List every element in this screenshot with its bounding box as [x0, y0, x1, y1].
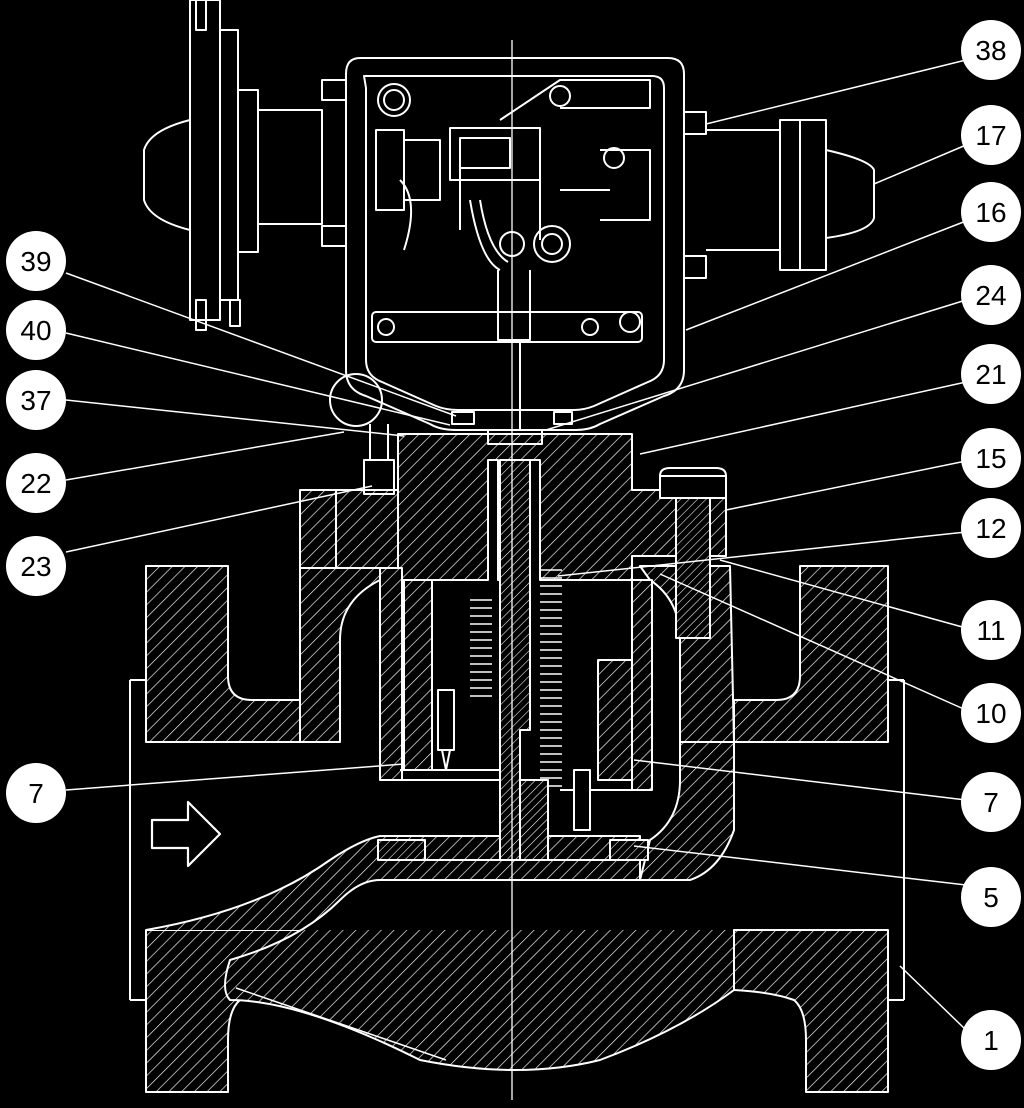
callout-21: 21 — [961, 344, 1021, 404]
callout-11-label: 11 — [976, 615, 1005, 646]
callout-7-right: 7 — [961, 772, 1021, 832]
callout-7-left: 7 — [6, 763, 66, 823]
callout-17-label: 17 — [975, 120, 1006, 151]
callouts: 38 17 16 39 24 40 21 37 15 22 12 23 11 1… — [6, 20, 1021, 1070]
callout-23-label: 23 — [20, 551, 51, 582]
callout-17: 17 — [961, 105, 1021, 165]
callout-16: 16 — [961, 182, 1021, 242]
side-fitting — [329, 373, 395, 495]
callout-40-label: 40 — [20, 315, 51, 346]
callout-7-right-label: 7 — [983, 787, 999, 818]
callout-22-label: 22 — [20, 468, 51, 499]
callout-24-label: 24 — [975, 280, 1006, 311]
callout-5: 5 — [961, 867, 1021, 927]
callout-5-label: 5 — [983, 882, 999, 913]
callout-7-left-label: 7 — [28, 778, 44, 809]
cage-assembly — [379, 459, 653, 861]
flow-arrow — [150, 800, 222, 868]
callout-37: 37 — [6, 370, 66, 430]
actuator-housing — [143, 0, 875, 445]
callout-23: 23 — [6, 536, 66, 596]
callout-10: 10 — [961, 683, 1021, 743]
callout-40: 40 — [6, 300, 66, 360]
callout-10-label: 10 — [975, 698, 1006, 729]
callout-39: 39 — [6, 231, 66, 291]
callout-38: 38 — [961, 20, 1021, 80]
callout-16-label: 16 — [975, 197, 1006, 228]
callout-39-label: 39 — [20, 246, 51, 277]
callout-1: 1 — [961, 1010, 1021, 1070]
callout-37-label: 37 — [20, 385, 51, 416]
callout-1-label: 1 — [983, 1025, 999, 1056]
callout-15: 15 — [961, 428, 1021, 488]
callout-15-label: 15 — [975, 443, 1006, 474]
callout-24: 24 — [961, 265, 1021, 325]
leader-lines — [65, 59, 967, 1061]
callout-38-label: 38 — [975, 35, 1006, 66]
callout-12: 12 — [961, 498, 1021, 558]
callout-22: 22 — [6, 453, 66, 513]
callout-12-label: 12 — [975, 513, 1006, 544]
callout-11: 11 — [961, 600, 1021, 660]
bonnet — [299, 433, 727, 639]
callout-21-label: 21 — [975, 359, 1006, 390]
